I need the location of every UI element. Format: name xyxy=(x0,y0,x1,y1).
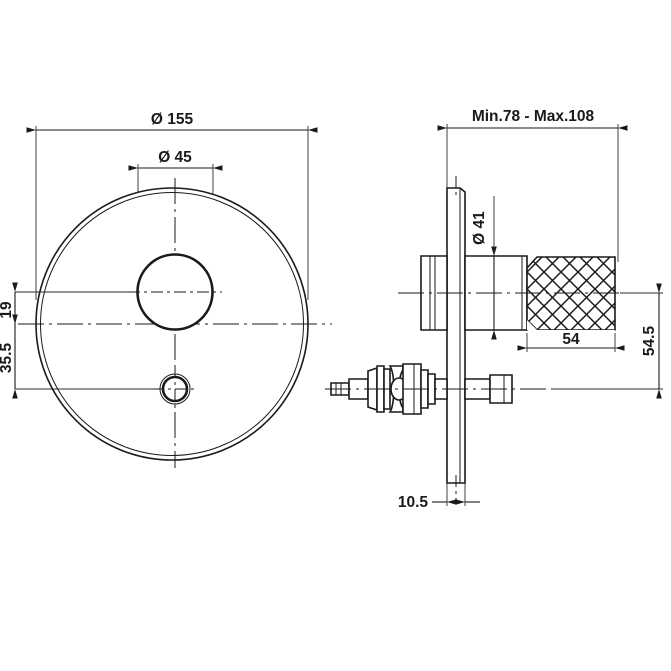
dim-label-outer-diameter: Ø 155 xyxy=(151,111,194,128)
cartridge-washer xyxy=(427,373,436,405)
dim-label-bore-diameter: Ø 45 xyxy=(158,149,192,166)
wall-plate-body xyxy=(446,187,466,484)
dim-label-thickness: 10.5 xyxy=(398,494,429,511)
rear-boss-upper xyxy=(420,255,448,331)
dim-label-offset-upper: 19 xyxy=(0,301,15,319)
knob-center-strip xyxy=(527,324,615,334)
section-view-group: Min.78 - Max.108 Ø 41 54 54.5 xyxy=(325,108,663,511)
dim-label-knob-height: 54.5 xyxy=(641,326,658,357)
front-view-group: Ø 155 Ø 45 19 35.5 xyxy=(0,111,332,468)
dim-label-offset-lower: 35.5 xyxy=(0,343,15,374)
stem-through-a xyxy=(434,378,448,400)
dim-label-projection: Min.78 - Max.108 xyxy=(472,108,595,125)
dim-label-shank-diameter: Ø 41 xyxy=(471,211,488,245)
dim-label-knob-length: 54 xyxy=(562,331,580,348)
